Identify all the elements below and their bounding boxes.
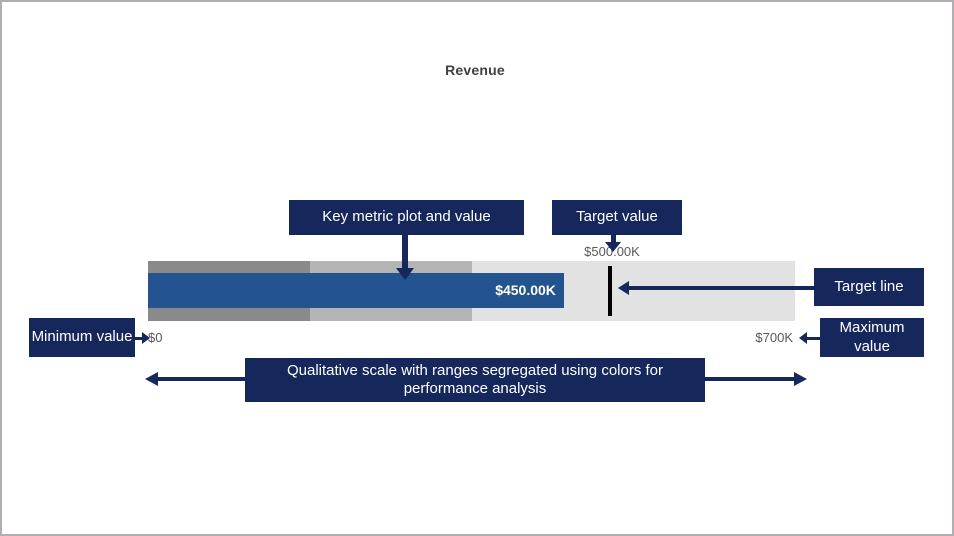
right-arrow-icon	[705, 372, 807, 386]
left-arrow-icon	[618, 281, 814, 295]
arrowhead-down-icon	[605, 242, 621, 252]
target-line-callout: Target line	[814, 268, 924, 306]
arrow-stem	[157, 377, 245, 381]
arrow-stem	[402, 235, 408, 269]
target-value-callout: Target value	[552, 200, 682, 235]
min-value-tick: $0	[148, 330, 163, 345]
value-label: $450.00K	[495, 282, 556, 298]
arrow-stem	[610, 235, 616, 243]
arrowhead-right-icon	[142, 332, 150, 344]
left-arrow-icon	[799, 332, 820, 344]
right-arrow-icon	[135, 332, 150, 344]
arrow-stem	[806, 336, 820, 340]
target-line	[608, 266, 613, 316]
maximum-value-callout: Maximum value	[820, 318, 924, 357]
arrowhead-left-icon	[618, 281, 629, 295]
down-arrow-icon	[605, 235, 621, 252]
arrow-stem	[628, 286, 814, 290]
arrowhead-right-icon	[794, 372, 807, 386]
arrow-stem	[135, 336, 143, 340]
down-arrow-icon	[396, 235, 414, 281]
arrowhead-left-icon	[799, 332, 807, 344]
chart-title: Revenue	[445, 62, 505, 78]
bullet-chart: $450.00K	[148, 261, 795, 321]
arrowhead-down-icon	[396, 268, 414, 280]
qualitative-scale-callout: Qualitative scale with ranges segregated…	[245, 358, 705, 402]
left-arrow-icon	[145, 372, 245, 386]
key-metric-callout: Key metric plot and value	[289, 200, 524, 235]
value-bar: $450.00K	[148, 273, 564, 308]
arrowhead-left-icon	[145, 372, 158, 386]
arrow-stem	[705, 377, 795, 381]
minimum-value-callout: Minimum value	[29, 318, 135, 357]
max-value-tick: $700K	[755, 330, 793, 345]
